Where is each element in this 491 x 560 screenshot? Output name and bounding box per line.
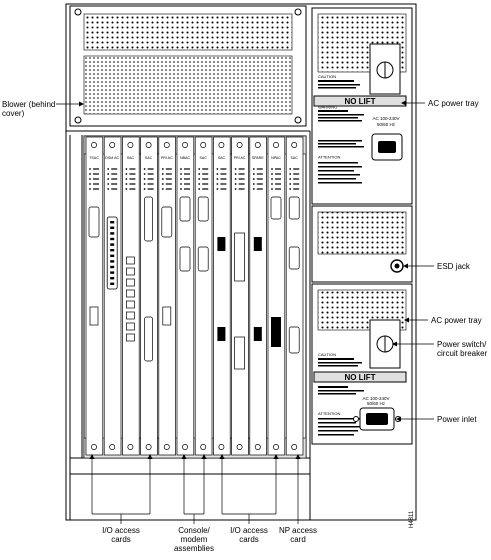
- leader-lines: [56, 100, 434, 524]
- esd-panel: [311, 205, 413, 283]
- callout-blower-line2: cover): [2, 109, 25, 118]
- callout-power-switch: Power switch/ circuit breaker: [437, 340, 487, 358]
- power-rating-bottom-1: AC 100-240V: [362, 396, 389, 401]
- callout-console-line1: Console/: [178, 526, 210, 535]
- access-card: NPAC: [267, 136, 286, 456]
- caution-label-bottom: CAUTION: [318, 352, 336, 357]
- callout-power-switch-line1: Power switch/: [437, 340, 487, 349]
- access-card: DSM AC: [103, 136, 122, 456]
- callout-io-cards-right-line1: I/O access: [230, 526, 268, 535]
- access-card: SAC: [140, 136, 158, 456]
- attention-label-top: ATTENTION: [318, 155, 340, 160]
- callout-power-inlet-text: Power inlet: [437, 415, 477, 424]
- card-label: SAC: [218, 156, 226, 160]
- callout-blower-line1: Blower (behind: [2, 100, 56, 109]
- access-cards: TSAC DSM AC SAC SAC PRI AC NBAC SAC SAC PRI AC SP…: [85, 136, 304, 456]
- blower-cover: [69, 5, 307, 127]
- card-label: PRI AC: [234, 156, 246, 160]
- callout-io-cards-right: I/O access cards: [229, 526, 269, 544]
- callout-np-card-line2: card: [290, 535, 306, 544]
- callout-power-inlet: Power inlet: [437, 415, 477, 424]
- card-label: DSM AC: [105, 156, 119, 160]
- access-card: SAC: [194, 136, 213, 456]
- callout-console-line2: modem: [180, 535, 208, 544]
- callout-power-switch-line2: circuit breaker: [437, 349, 488, 358]
- card-label: PRI AC: [161, 156, 173, 160]
- card-label: SAC: [291, 156, 299, 160]
- callout-console-modem: Console/ modem assemblies: [171, 526, 217, 553]
- callout-io-cards-left-line1: I/O access: [102, 526, 140, 535]
- callout-ac-power-tray-top: AC power tray: [428, 99, 479, 108]
- access-card: SAC: [122, 136, 140, 456]
- card-label: NPAC: [271, 156, 281, 160]
- power-rating-top-2: 50/60 Hz: [377, 122, 396, 127]
- ac-power-tray-top: [311, 7, 413, 205]
- caution-label-top: CAUTION: [318, 74, 336, 79]
- callout-np-card-line1: NP access: [278, 526, 318, 535]
- access-card: SPARE: [249, 136, 267, 456]
- callout-blower: Blower (behind cover): [2, 100, 55, 118]
- access-card: SAC: [285, 136, 304, 456]
- card-label: SAC: [127, 156, 135, 160]
- callout-ac-power-tray-top-text: AC power tray: [428, 99, 479, 108]
- card-label: SAC: [200, 156, 208, 160]
- access-card: TSAC: [85, 136, 104, 456]
- callout-io-cards-left: I/O access cards: [101, 526, 141, 544]
- card-label: SAC: [145, 156, 153, 160]
- callout-ac-power-tray-bottom: AC power tray: [431, 316, 482, 325]
- callout-console-line3: assemblies: [173, 544, 214, 553]
- callout-io-cards-right-line2: cards: [239, 535, 259, 544]
- power-rating-bottom-2: 50/60 Hz: [367, 401, 386, 406]
- card-label: NBAC: [180, 156, 190, 160]
- access-card: NBAC: [176, 136, 195, 456]
- callout-ac-power-tray-bottom-text: AC power tray: [431, 316, 482, 325]
- warning-label: WARNING: [318, 105, 337, 110]
- access-card: SAC: [213, 136, 231, 456]
- callout-np-card: NP access card: [278, 526, 318, 544]
- callout-esd-jack: ESD jack: [437, 262, 470, 271]
- card-label: TSAC: [89, 156, 99, 160]
- card-label: SPARE: [252, 156, 265, 160]
- callout-esd-jack-text: ESD jack: [437, 262, 470, 271]
- no-lift-label-top: NO LIFT: [344, 97, 375, 106]
- no-lift-label-bottom: NO LIFT: [344, 373, 375, 382]
- attention-label-bottom: ATTENTION: [318, 411, 340, 416]
- callout-io-cards-left-line2: cards: [111, 535, 131, 544]
- access-card: PRI AC: [231, 136, 249, 456]
- power-rating-top-1: AC 100-240V: [372, 116, 399, 121]
- ac-power-tray-bottom: [311, 283, 413, 445]
- figure-id: H4811: [409, 510, 415, 528]
- access-card: PRI AC: [158, 136, 176, 456]
